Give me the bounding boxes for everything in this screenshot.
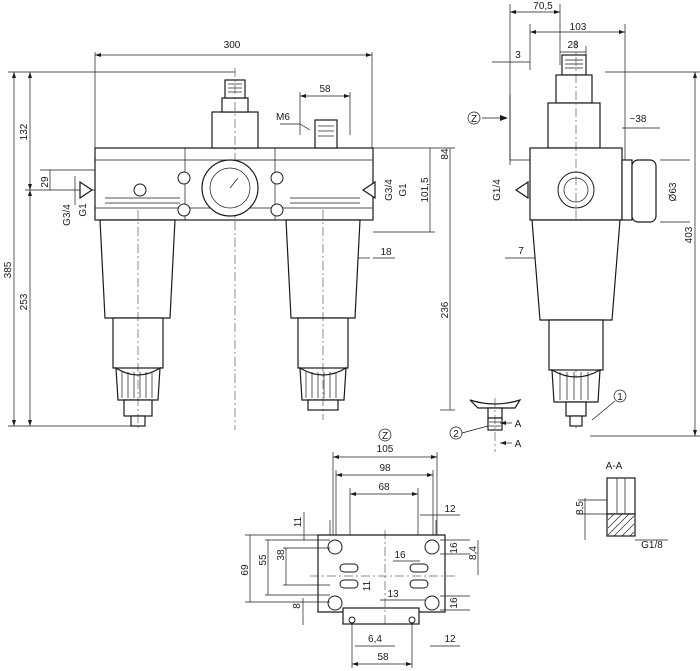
dim-69: 69 (240, 564, 251, 576)
dim-58-thread: 58 (319, 84, 331, 95)
dim-8-5: 8,5 (575, 501, 586, 515)
view-marker-z-side: Z (471, 114, 477, 125)
dim-101-5: 101,5 (420, 177, 431, 202)
dim-105: 105 (377, 444, 394, 455)
dim-11-mid: 11 (362, 580, 373, 591)
dim-236: 236 (440, 301, 451, 318)
port-right-g34: G3/4 (384, 179, 395, 201)
section-view: A-A 8,5 G1/8 (575, 461, 668, 551)
section-a-bottom: A (515, 439, 522, 450)
section-a-top: A (515, 419, 522, 430)
dim-12-bottom: 12 (444, 634, 456, 645)
dim-29: 29 (40, 176, 51, 188)
dim-16-b: 16 (394, 550, 406, 561)
dim-98: 98 (379, 463, 391, 474)
port-right-g1: G1 (398, 183, 409, 197)
dim-13: 13 (387, 589, 399, 600)
dim-38-mount: 38 (276, 549, 287, 561)
dim-70-5: 70,5 (533, 1, 553, 12)
dim-385: 385 (3, 261, 14, 278)
dim-8: 8 (292, 603, 303, 609)
dim-8-4: 8,4 (468, 546, 479, 560)
dim-84: 84 (440, 148, 451, 160)
dim-11-top: 11 (293, 516, 304, 527)
dim-132: 132 (19, 123, 30, 140)
dim-403: 403 (684, 226, 695, 243)
port-left-g34: G3/4 (62, 204, 73, 226)
view-marker-z-mount: Z (382, 431, 388, 442)
callout-2: 2 (453, 429, 459, 440)
dim-103: 103 (570, 22, 587, 33)
port-left-g1: G1 (78, 203, 89, 217)
dim-16-a: 16 (449, 542, 460, 554)
thread-g18: G1/8 (641, 540, 663, 551)
dim-6-4: 6,4 (368, 634, 382, 645)
section-title: A-A (606, 461, 623, 472)
dim-300: 300 (224, 40, 241, 51)
dim-3: 3 (515, 50, 521, 61)
dim-16-c: 16 (449, 597, 460, 609)
dim-55: 55 (258, 554, 269, 566)
mounting-view: Z 105 98 68 (240, 428, 479, 668)
thread-m6: M6 (276, 112, 290, 123)
front-view: 300 385 132 253 29 G3/4 G1 (3, 40, 455, 430)
side-view: 70,5 103 28 3 Z ~38 (449, 1, 700, 452)
dim-7: 7 (518, 246, 524, 257)
callout-1: 1 (617, 392, 623, 403)
dim-18: 18 (380, 247, 392, 258)
dim-38-side: ~38 (630, 114, 647, 125)
dim-12-top: 12 (444, 504, 456, 515)
gauge-diameter: Ø63 (668, 182, 679, 201)
dim-28: 28 (567, 40, 579, 51)
dim-253: 253 (19, 293, 30, 310)
dim-58-mount: 58 (377, 652, 389, 663)
port-g14: G1/4 (492, 179, 503, 201)
dim-68: 68 (378, 482, 390, 493)
